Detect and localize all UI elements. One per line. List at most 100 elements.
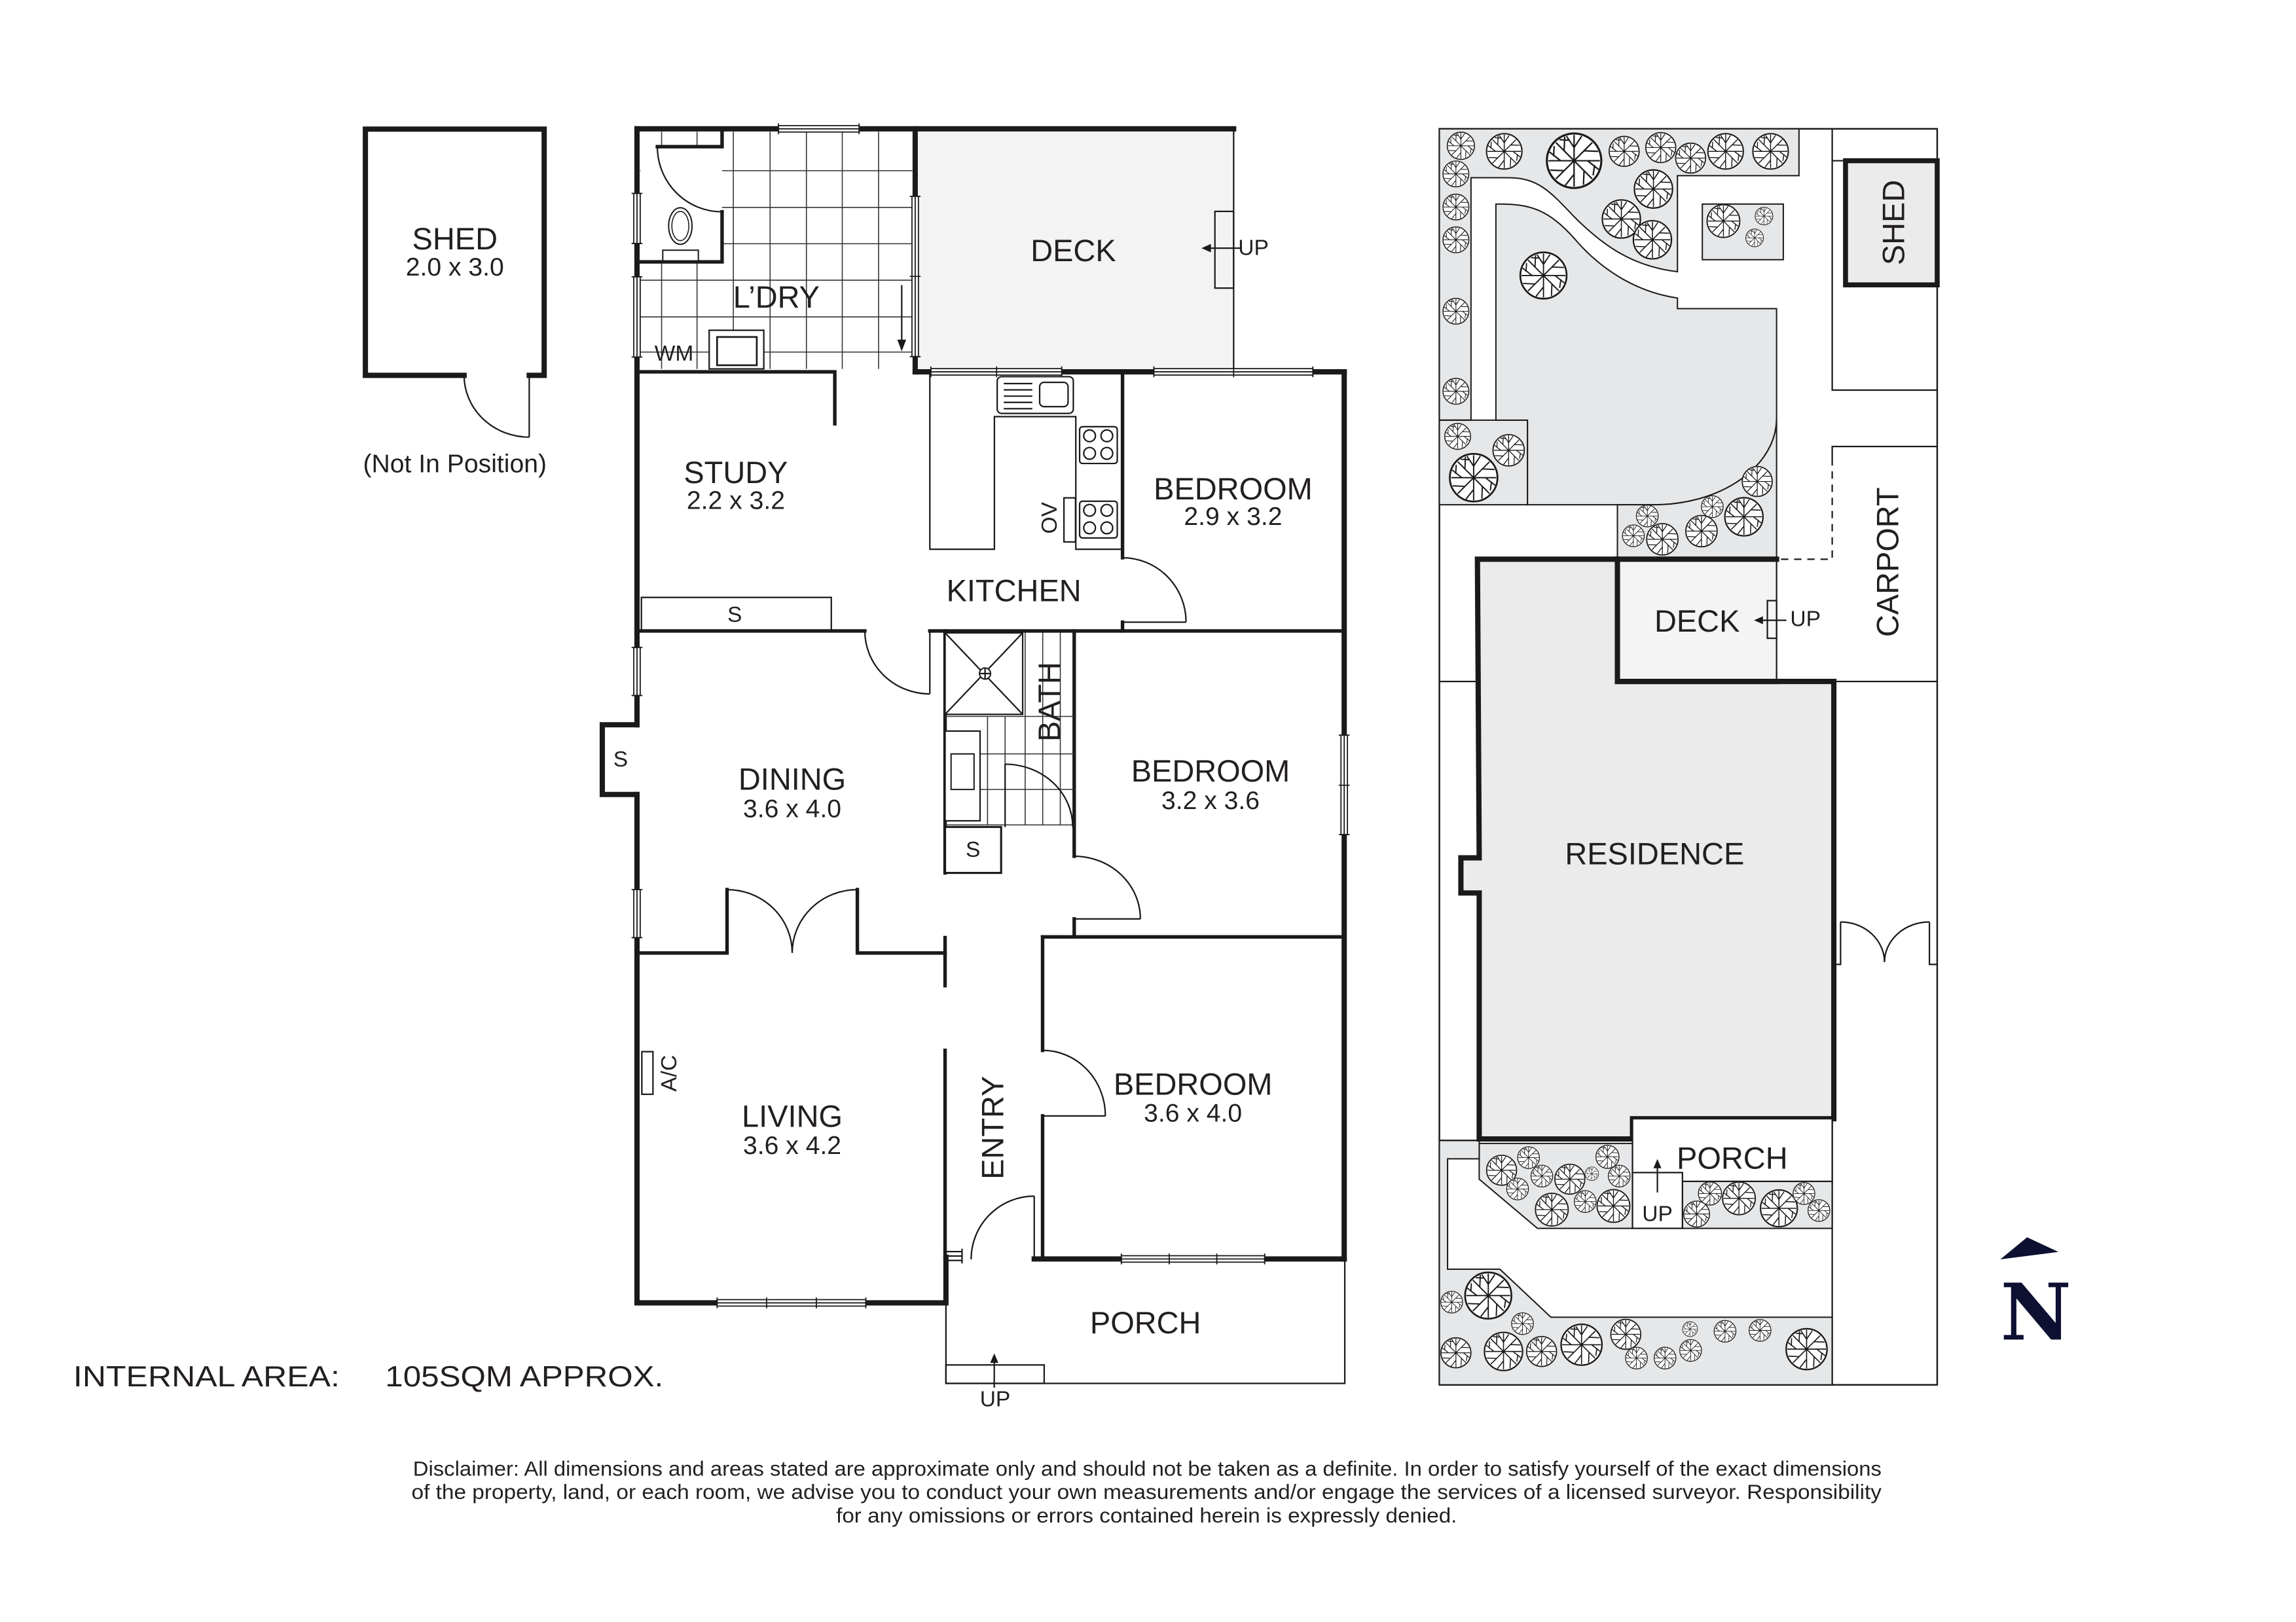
site-deck-step-label: UP: [1790, 607, 1821, 632]
tree-icon: [1707, 133, 1744, 170]
front-threshold: [945, 1248, 963, 1264]
tree-icon: [1596, 1189, 1631, 1223]
washing-machine-icon: [708, 329, 765, 370]
shed-door-swing: [463, 375, 530, 438]
tree-icon: [1675, 142, 1707, 174]
site-porch-arrow-icon: [1653, 1159, 1662, 1193]
toilet-icon: [668, 207, 693, 245]
window-laundry-left-1: [631, 192, 643, 244]
study-storage: [640, 596, 832, 632]
carport-dashed-edge: [1776, 458, 1833, 560]
tree-icon: [1683, 1200, 1711, 1228]
tree-icon: [1595, 1144, 1620, 1169]
porch-step-arrow-icon: [990, 1353, 998, 1388]
window-laundry-deck: [909, 196, 921, 357]
cooktop-icon: [1078, 500, 1118, 539]
oven-label: OV: [1038, 501, 1062, 533]
site-deck-edge: [1614, 556, 1779, 685]
bedroom1-door: [1122, 556, 1187, 623]
bedroom3-door: [1042, 1049, 1106, 1117]
tree-icon: [1444, 423, 1472, 450]
tree-icon: [1724, 497, 1764, 537]
tree-icon: [1749, 1319, 1772, 1342]
tree-icon: [1446, 132, 1476, 160]
tree-icon: [1511, 1312, 1534, 1335]
doors: [727, 370, 1187, 1260]
internal-area-label: INTERNAL AREA:: [73, 1361, 340, 1393]
bath-tiles: [945, 632, 1074, 826]
window-living: [716, 1297, 867, 1308]
porch-step: [945, 1364, 1046, 1384]
tree-icon: [1701, 495, 1724, 518]
tree-icon: [1525, 1335, 1558, 1367]
bedroom2-dims: 3.2 x 3.6: [1161, 787, 1260, 815]
tree-icon: [1560, 1324, 1603, 1366]
tree-icon: [1622, 524, 1645, 547]
carport-outline: [1831, 446, 1937, 683]
site-plan: SHED CARPORT RESIDENCE DECK UP: [1438, 128, 1940, 1386]
tree-icon: [1442, 226, 1470, 253]
laundry-label: L’DRY: [733, 279, 820, 314]
bedroom2-label: BEDROOM: [1131, 753, 1290, 788]
tree-icon: [1646, 523, 1679, 556]
side-gate: [1834, 921, 1937, 965]
window-dining-1: [631, 647, 643, 696]
site-shed-label: SHED: [1876, 180, 1910, 265]
garden-bed-street: [1438, 1140, 1833, 1386]
front-door: [970, 1195, 1035, 1260]
north-label: N: [2001, 1267, 2071, 1358]
tree-icon: [1609, 135, 1640, 167]
dining-dims: 3.6 x 4.0: [743, 795, 841, 823]
study-storage-label: S: [727, 603, 742, 627]
laundry-study-wall: [635, 370, 837, 426]
tree-icon: [1506, 1178, 1529, 1200]
tree-icon: [1706, 204, 1741, 238]
tree-icon: [1713, 1320, 1737, 1343]
kitchen-counter: [929, 372, 1123, 550]
tree-icon: [1685, 514, 1718, 548]
site-porch-label: PORCH: [1677, 1141, 1788, 1176]
deck-step: [1214, 210, 1235, 289]
north-arrow-icon: [2000, 1237, 2059, 1260]
entry-label: ENTRY: [975, 1076, 1010, 1180]
window-bedroom2: [1338, 734, 1350, 835]
site-deck-step: [1766, 600, 1777, 640]
oven-icon: [1063, 497, 1076, 543]
site-porch: [1631, 1117, 1833, 1182]
tree-icon: [1442, 193, 1470, 221]
shed-dims: 2.0 x 3.0: [406, 253, 504, 281]
tree-icon: [1633, 169, 1673, 209]
shed-walls: [363, 126, 547, 378]
washing-machine-label: WM: [655, 342, 694, 366]
living-label: LIVING: [742, 1098, 843, 1133]
porch-outline: [945, 1259, 1346, 1384]
residence-label: RESIDENCE: [1565, 836, 1744, 871]
site-deck-arrow-icon: [1754, 616, 1787, 624]
tree-icon: [1645, 132, 1677, 164]
site-porch-step-label: UP: [1642, 1202, 1673, 1227]
bedroom1-label: BEDROOM: [1154, 471, 1313, 506]
tree-icon: [1442, 297, 1470, 325]
window-dining-2: [631, 889, 643, 939]
tree-icon: [1464, 1271, 1512, 1320]
tree-icon: [1574, 1190, 1597, 1213]
tree-icon: [1755, 207, 1774, 226]
tree-icon: [1679, 1339, 1702, 1362]
tree-icon: [1519, 251, 1568, 300]
shower-icon: [944, 632, 1024, 715]
tree-icon: [1440, 1291, 1463, 1314]
porch-step-label: UP: [980, 1388, 1011, 1412]
laundry-down-arrow-icon: [897, 285, 907, 351]
tree-icon: [1584, 1166, 1599, 1181]
cooktop-icon: [1078, 425, 1118, 465]
laundry-tile-grid: [640, 132, 913, 369]
dining-label: DINING: [738, 762, 846, 797]
dining-living-wall: [635, 888, 947, 955]
air-conditioner-icon: [641, 1051, 654, 1095]
tree-icon: [1752, 133, 1789, 170]
bedroom1-dims: 2.9 x 3.2: [1184, 503, 1282, 531]
vanity-icon: [944, 730, 981, 822]
bath-label: BATH: [1032, 662, 1066, 742]
tree-icon: [1632, 220, 1673, 260]
tree-icon: [1653, 1346, 1677, 1370]
